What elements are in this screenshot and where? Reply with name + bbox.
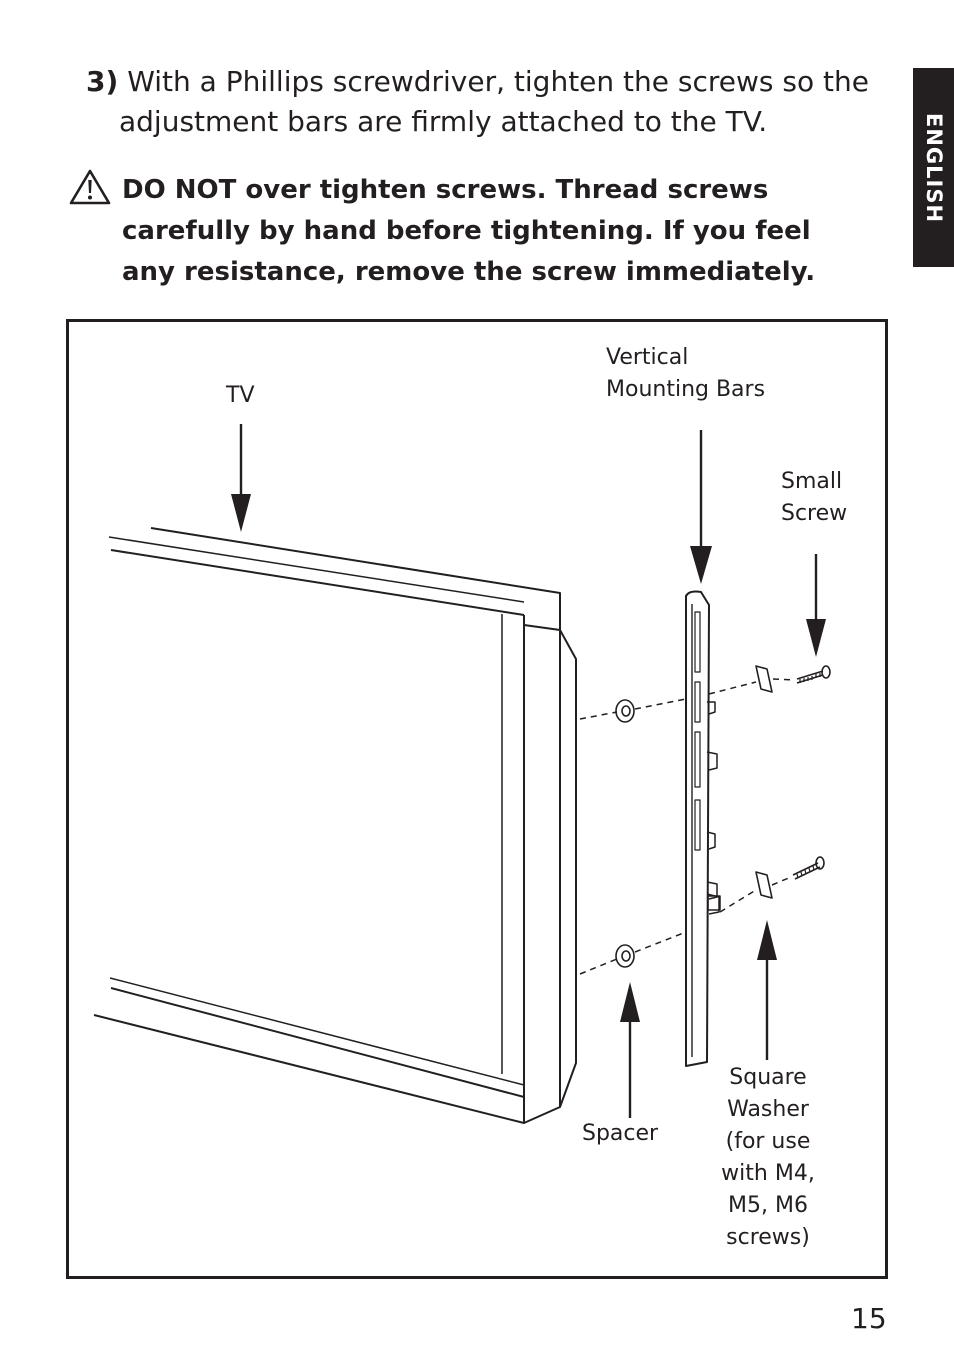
small-screw-label: Small Screw <box>781 469 848 526</box>
step-text-line-2: adjustment bars are firmly attached to t… <box>119 105 768 138</box>
warning-text: DO NOT over tighten screws. Thread screw… <box>122 170 862 293</box>
warning-line-1: DO NOT over tighten screws. Thread screw… <box>122 175 769 205</box>
diagram-drawing <box>93 424 831 1124</box>
square-washer-label: Square Washer (for use with M4, M5, M6 s… <box>721 1065 815 1250</box>
page-number: 15 <box>851 1302 887 1335</box>
mounting-bar-drawing <box>685 590 721 1067</box>
language-tab: ENGLISH <box>913 68 954 267</box>
spacer-label: Spacer <box>582 1121 659 1146</box>
arrow-heads <box>231 494 826 1022</box>
spacer-drawing <box>615 699 635 968</box>
language-tab-label: ENGLISH <box>921 112 946 223</box>
step-text-line-1: With a Phillips screwdriver, tighten the… <box>127 65 869 98</box>
square-washer-drawing <box>755 665 773 899</box>
tv-label: TV <box>226 383 255 408</box>
warning-triangle-icon <box>69 169 111 205</box>
warning-line-3: any resistance, remove the screw immedia… <box>122 257 816 287</box>
alignment-dashes <box>579 678 796 975</box>
callout-arrows <box>239 424 818 1118</box>
mounting-bars-label: Vertical Mounting Bars <box>606 345 766 402</box>
warning-line-2: carefully by hand before tightening. If … <box>122 216 811 246</box>
step-number: 3) <box>86 65 119 98</box>
small-screw-drawing <box>792 665 831 880</box>
tv-drawing <box>93 527 577 1124</box>
installation-diagram: TV Vertical Mounting Bars Small Screw Sp… <box>66 319 888 1279</box>
step-3-instruction: 3) With a Phillips screwdriver, tighten … <box>86 62 886 142</box>
